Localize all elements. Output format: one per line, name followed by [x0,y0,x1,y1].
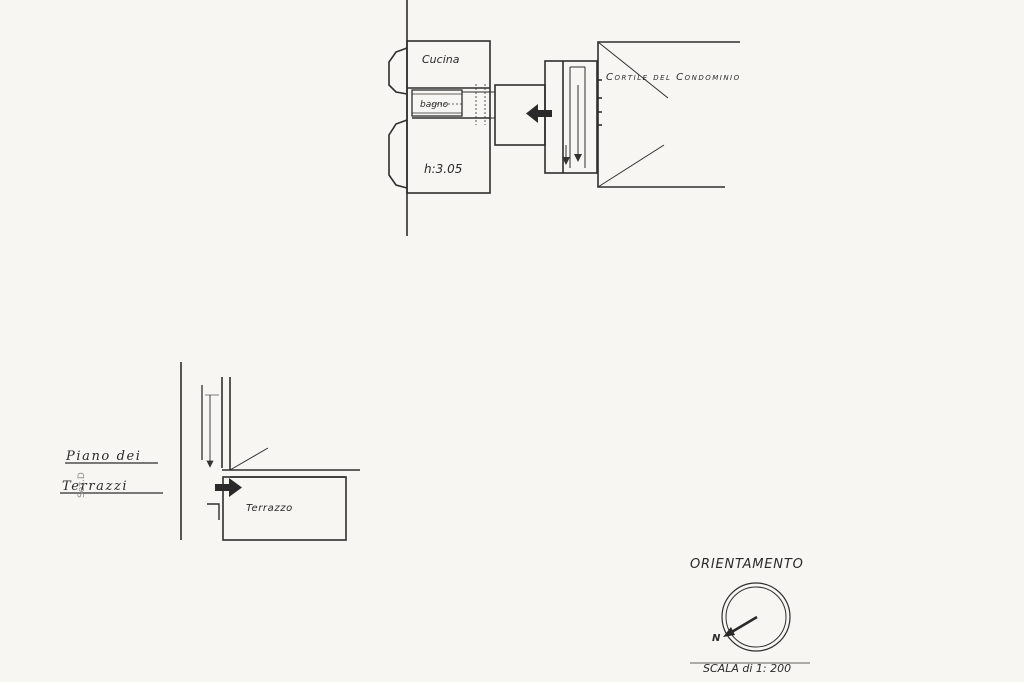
courtyard-diagonal-lower [597,144,665,188]
orientation-label: ORIENTAMENTO [690,557,804,572]
compass-outer-ring [721,582,791,652]
terrace-slope-line [229,447,269,471]
orientation-legend [690,582,810,664]
lower-plan [180,362,360,541]
room-label-cucina: Cucina [422,53,460,66]
north-label: N [712,633,721,644]
bay-window-top [388,47,408,95]
scale-label: SCALA di 1: 200 [703,662,791,675]
upper-plan [388,0,740,236]
room-label-bagno: bagno [420,100,449,110]
compass-arrow-icon [723,615,758,637]
bay-window-bottom [388,119,408,189]
courtyard-diagonal-upper [597,41,669,99]
courtyard-label: Cortile del Condominio [606,72,741,83]
floor-title-line2: Terrazzi [62,479,128,494]
terrace-outline [222,476,347,541]
apartment-block [406,40,491,194]
floor-title-line1: Piano dei [65,449,142,464]
entrance-arrow [526,104,552,123]
bathroom-outline [411,89,463,117]
compass-inner-ring [725,586,787,648]
terrace-entrance-arrow [215,478,242,497]
courtyard-outline [597,41,740,188]
terrace-label: Terrazzo [246,503,293,514]
side-stamp-text: Sez.D [77,472,87,498]
stair-block [544,60,598,174]
room-height-label: h:3.05 [424,162,462,176]
